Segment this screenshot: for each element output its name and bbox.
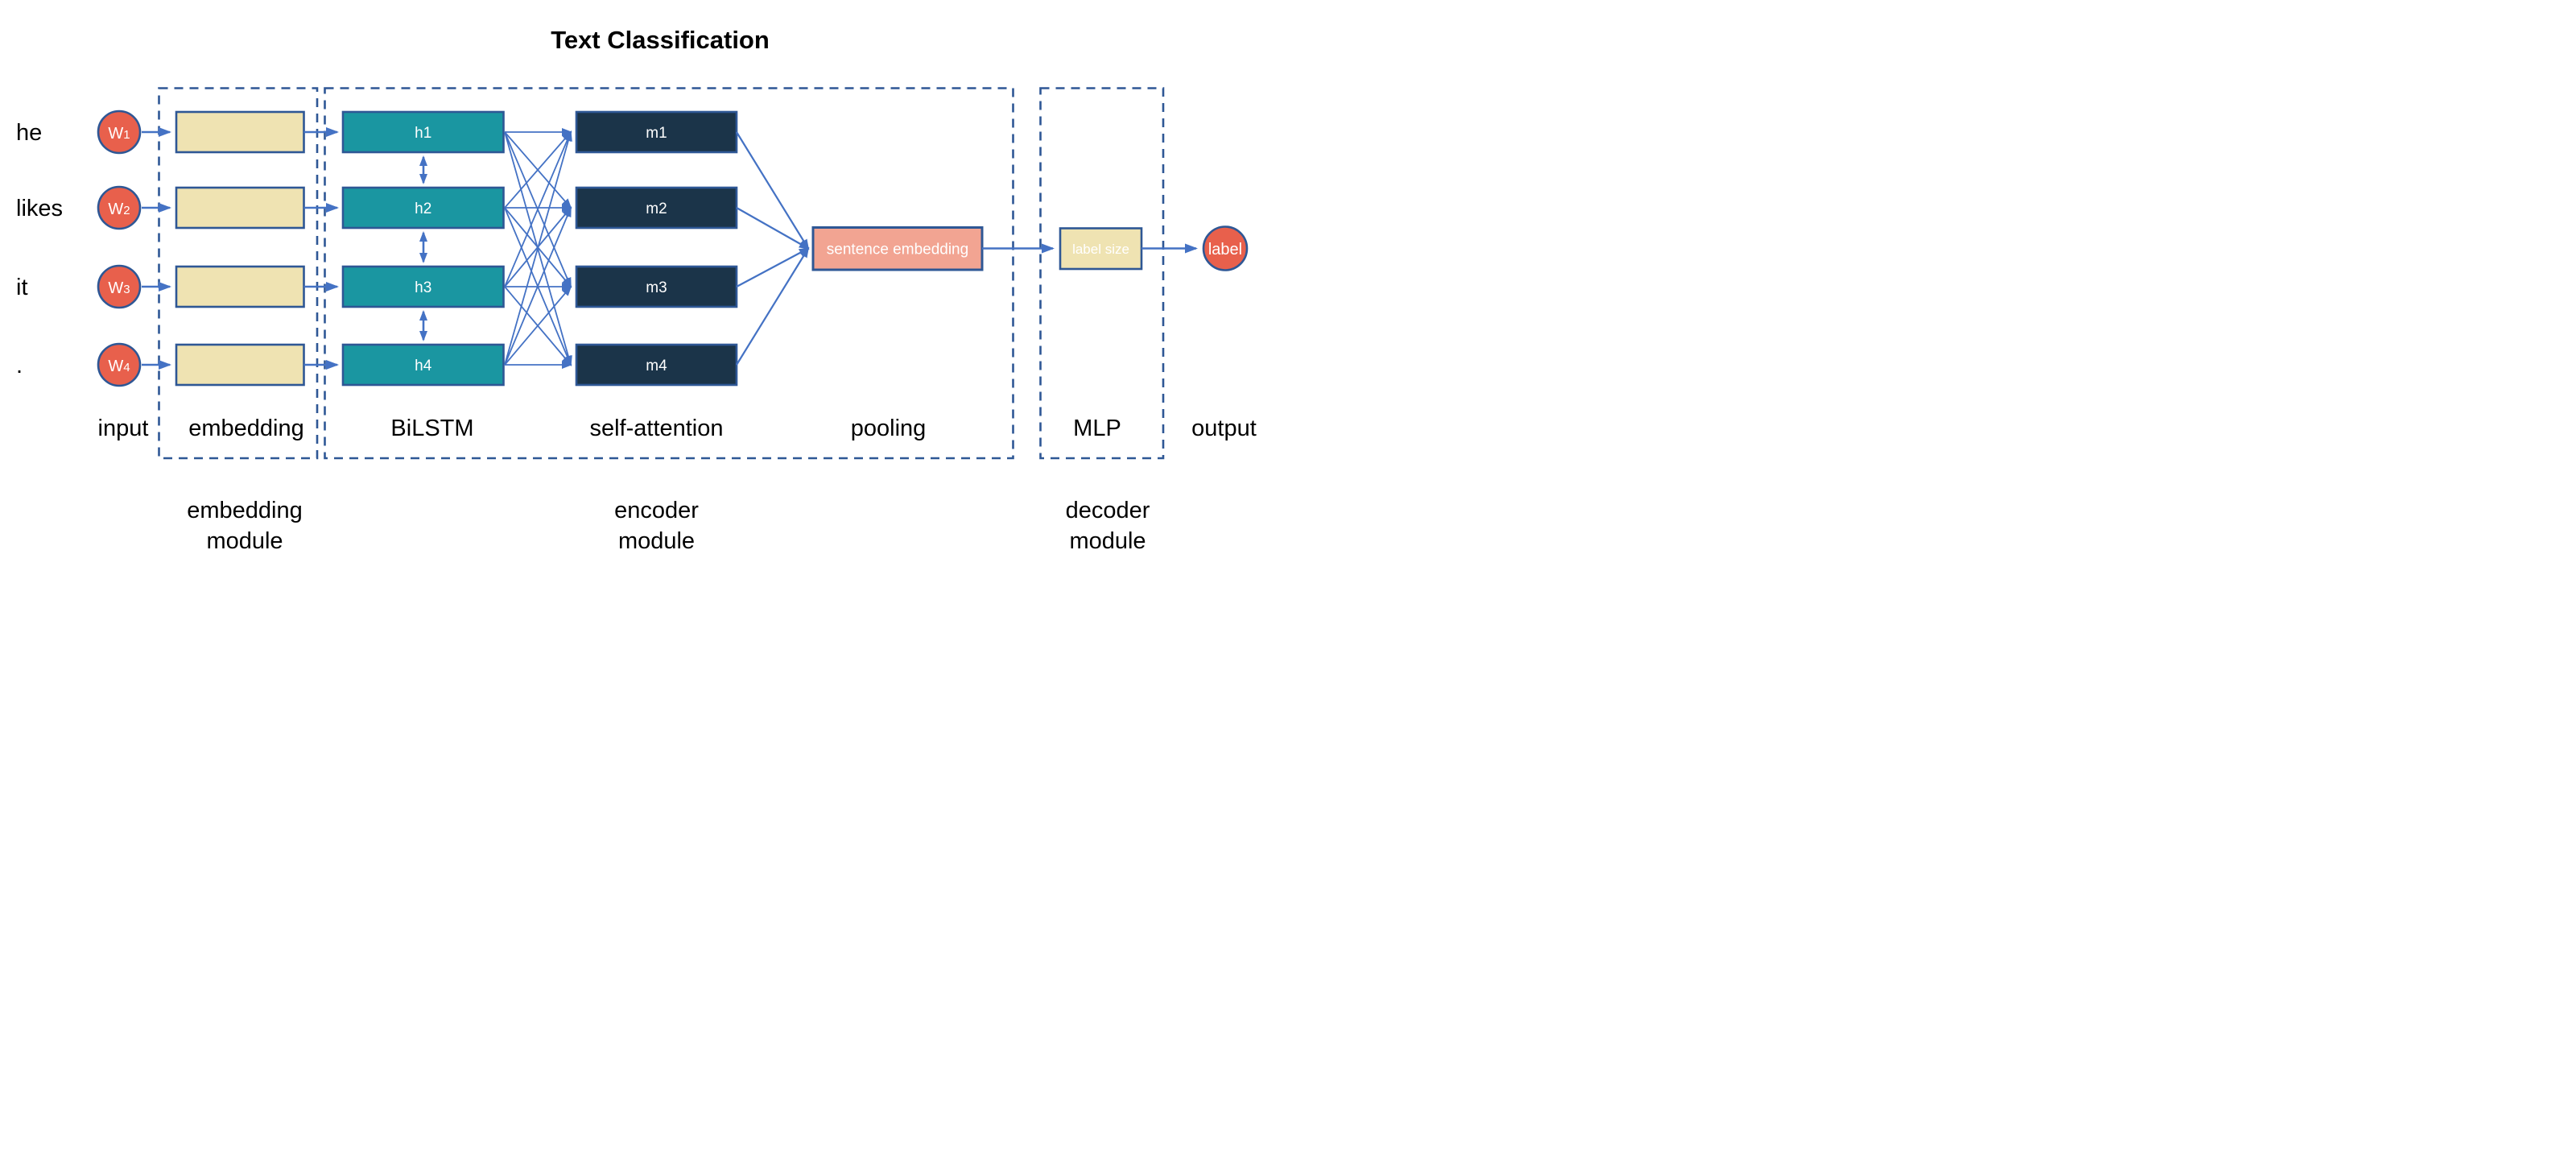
stage-label-attention: self-attention [589, 416, 723, 441]
stage-label-input: input [98, 416, 149, 441]
stage-label-bilstm: BiLSTM [390, 416, 473, 441]
input-word: he [16, 120, 42, 146]
svg-text:m3: m3 [646, 279, 667, 296]
svg-text:m4: m4 [646, 358, 667, 374]
diagram-canvas: Text Classification he likes it . W1 W2 … [16, 26, 1257, 554]
pooling-line [736, 247, 810, 287]
svg-text:label size: label size [1072, 242, 1129, 257]
attention-node-m3: m3 [575, 265, 738, 308]
svg-text:h4: h4 [415, 358, 432, 374]
svg-text:m2: m2 [646, 201, 667, 217]
attention-node-m4: m4 [575, 343, 738, 387]
svg-text:W4: W4 [108, 358, 130, 375]
svg-text:W3: W3 [108, 279, 130, 297]
attention-line [504, 206, 572, 366]
stage-label-embedding: embedding [188, 416, 304, 441]
embedding-box [175, 110, 305, 154]
bilstm-node-h3: h3 [341, 265, 505, 308]
sentence-embedding-box: sentence embedding [811, 226, 984, 271]
embedding-box [175, 265, 305, 308]
input-node-w2: W2 [97, 185, 142, 230]
embedding-module-label-line2: module [206, 528, 283, 554]
stage-label-output: output [1191, 416, 1257, 441]
stage-label-pooling: pooling [851, 416, 927, 441]
attention-line [504, 130, 572, 366]
pooling-line [736, 207, 810, 250]
text-classification-diagram: Text Classification he likes it . W1 W2 … [0, 0, 1288, 579]
input-word: likes [16, 196, 63, 221]
input-node-w3: W3 [97, 264, 142, 309]
encoder-module-label-line1: encoder [614, 498, 699, 523]
attention-line [504, 130, 572, 209]
pooling-line [736, 131, 810, 250]
stage-label-mlp: MLP [1073, 416, 1121, 441]
svg-text:sentence embedding: sentence embedding [827, 242, 968, 258]
svg-text:W2: W2 [108, 201, 130, 218]
pooling-line [736, 246, 810, 366]
input-word: it [16, 275, 28, 300]
svg-text:m1: m1 [646, 125, 667, 142]
decoder-module-box [1039, 87, 1165, 460]
svg-text:h1: h1 [415, 125, 431, 142]
decoder-module-label-line2: module [1069, 528, 1146, 554]
svg-text:h3: h3 [415, 279, 431, 296]
bilstm-node-h1: h1 [341, 110, 505, 154]
embedding-box [175, 186, 305, 230]
input-node-w4: W4 [97, 342, 142, 387]
encoder-module-box [324, 87, 1014, 460]
attention-line [504, 130, 572, 287]
decoder-module-label-line1: decoder [1066, 498, 1150, 523]
input-node-w1: W1 [97, 110, 142, 155]
diagram-title: Text Classification [551, 26, 770, 54]
embedding-box [175, 343, 305, 387]
output-node-label: label [1202, 225, 1249, 271]
attention-line [504, 285, 572, 366]
svg-text:W1: W1 [108, 125, 130, 143]
encoder-module-label-line2: module [618, 528, 695, 554]
svg-text:h2: h2 [415, 201, 431, 217]
attention-node-m2: m2 [575, 186, 738, 230]
bilstm-node-h2: h2 [341, 186, 505, 230]
label-size-box: label size [1059, 227, 1143, 271]
bilstm-node-h4: h4 [341, 343, 505, 387]
svg-text:label: label [1208, 241, 1242, 258]
embedding-module-box [158, 87, 319, 460]
embedding-module-label-line1: embedding [187, 498, 303, 523]
attention-node-m1: m1 [575, 110, 738, 154]
input-word: . [16, 353, 23, 378]
